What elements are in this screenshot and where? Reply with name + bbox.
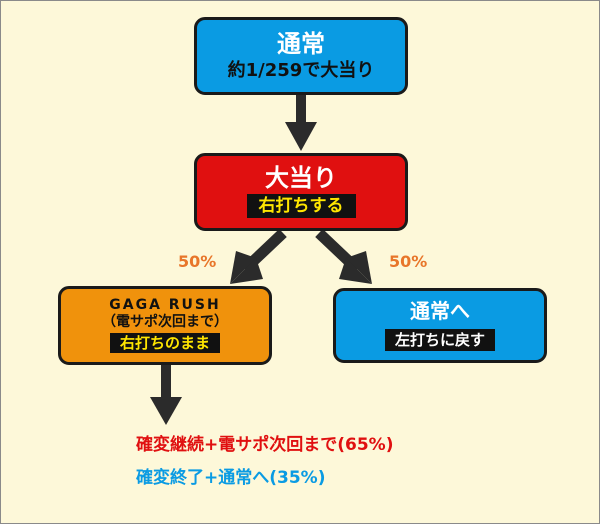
node-normal-probability: 約1/259で大当り (227, 60, 375, 81)
node-jackpot-title: 大当り (265, 163, 337, 192)
arrow-jackpot-to-back (315, 229, 372, 284)
node-back-instruction: 左打ちに戻す (384, 328, 495, 351)
node-normal-mode: 通常 約1/259で大当り (194, 17, 408, 95)
node-back-to-normal: 通常へ 左打ちに戻す (333, 288, 547, 363)
node-rush-instruction: 右打ちのまま (109, 333, 220, 353)
node-back-title: 通常へ (410, 298, 470, 323)
node-rush-title: GAGA RUSH (109, 297, 221, 313)
arrow-normal-to-jackpot (285, 95, 317, 151)
branch-left-percent: 50% (178, 252, 217, 271)
arrow-jackpot-to-rush (230, 229, 287, 284)
node-rush-subtitle: （電サポ次回まで） (102, 314, 228, 330)
result-end-text: 確変終了+通常へ(35%) (136, 468, 326, 488)
result-continue-text: 確変継続+電サポ次回まで(65%) (136, 435, 394, 455)
node-gaga-rush: GAGA RUSH （電サポ次回まで） 右打ちのまま (58, 286, 272, 365)
branch-right-percent: 50% (389, 252, 428, 271)
node-jackpot-instruction: 右打ちする (246, 193, 356, 219)
node-jackpot: 大当り 右打ちする (194, 153, 408, 231)
arrow-rush-to-results (150, 365, 182, 425)
node-normal-title: 通常 (277, 30, 325, 58)
